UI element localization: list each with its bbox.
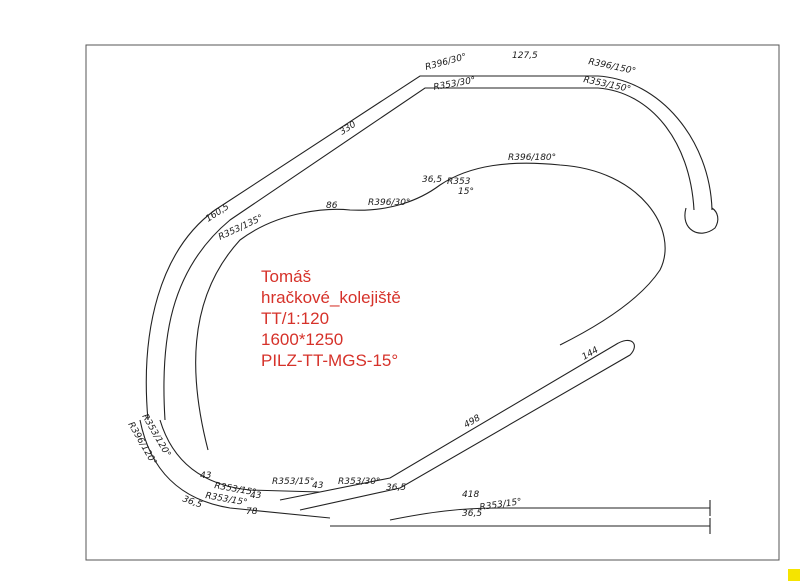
title-author: Tomáš xyxy=(261,267,312,286)
label-r396-150: R396/150° xyxy=(587,57,636,77)
label-498: 498 xyxy=(463,413,483,430)
label-r396-180: R396/180° xyxy=(508,153,556,163)
label-36-5-mid: 36,5 xyxy=(422,175,442,185)
title-layout-name: hračkové_kolejiště xyxy=(261,288,401,307)
label-r353-135: R353/135° xyxy=(217,213,265,242)
label-127-5: 127,5 xyxy=(512,51,538,61)
label-43-b: 43 xyxy=(250,491,262,501)
inner-oval-track xyxy=(195,162,666,451)
label-r353-30-top: R353/30° xyxy=(433,76,477,93)
label-43-left: 43 xyxy=(200,471,212,481)
label-r353-mid: R353 xyxy=(447,177,471,187)
corner-marker xyxy=(788,569,800,581)
title-size: 1600*1250 xyxy=(261,330,344,349)
diagonal-straight-498 xyxy=(279,339,635,511)
title-system: PILZ-TT-MGS-15° xyxy=(261,351,399,370)
label-78: 78 xyxy=(246,507,258,517)
label-36-5-bot: 36,5 xyxy=(386,483,406,493)
title-scale: TT/1:120 xyxy=(261,309,330,328)
title-block: Tomáš hračkové_kolejiště TT/1:120 1600*1… xyxy=(261,266,401,371)
label-r396-30-mid: R396/30° xyxy=(368,198,410,208)
label-86: 86 xyxy=(326,201,338,211)
label-15-mid: 15° xyxy=(458,187,474,197)
bottom-left-curve-inner xyxy=(159,419,321,493)
label-160-5: 160,5 xyxy=(204,202,231,225)
label-43-c: 43 xyxy=(312,481,324,491)
label-36-5-right: 36,5 xyxy=(462,509,482,519)
return-curve-end xyxy=(684,207,719,234)
siding-upper xyxy=(389,507,710,521)
inner-track-top xyxy=(163,87,695,421)
outer-track-top xyxy=(145,75,713,421)
bottom-left-curve-outer xyxy=(139,419,331,519)
label-418: 418 xyxy=(462,490,479,500)
label-r353-30-bot: R353/30° xyxy=(338,477,380,487)
label-r353-150: R353/150° xyxy=(582,75,631,95)
label-r396-30-top: R396/30° xyxy=(424,52,468,73)
label-r353-15-d: R353/15° xyxy=(479,497,522,513)
label-r353-15-b: R353/15° xyxy=(272,477,314,487)
label-36-5-left: 36,5 xyxy=(181,494,204,510)
drawing-frame xyxy=(85,44,780,561)
